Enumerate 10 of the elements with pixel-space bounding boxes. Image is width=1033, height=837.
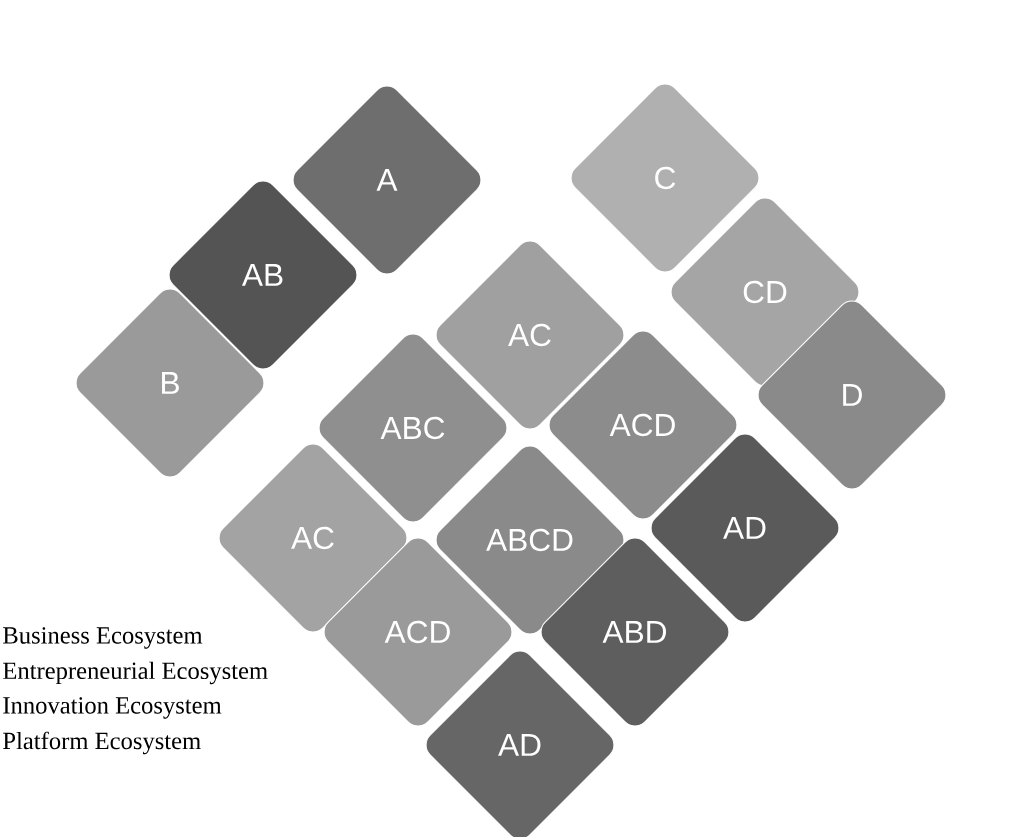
venn-region: AB bbox=[168, 180, 358, 370]
legend-text: Business Ecosystem bbox=[3, 627, 203, 649]
venn-region: B bbox=[75, 288, 265, 478]
venn-region: A bbox=[292, 85, 482, 275]
venn-region: C bbox=[570, 83, 760, 273]
venn-region: ABC bbox=[318, 333, 508, 523]
legend-text: Entrepreneurial Ecosystem bbox=[3, 661, 268, 685]
venn-region: AD bbox=[425, 650, 615, 837]
legend-text: Innovation Ecosystem bbox=[3, 697, 222, 719]
legend-text: Platform Ecosystem bbox=[3, 731, 201, 755]
